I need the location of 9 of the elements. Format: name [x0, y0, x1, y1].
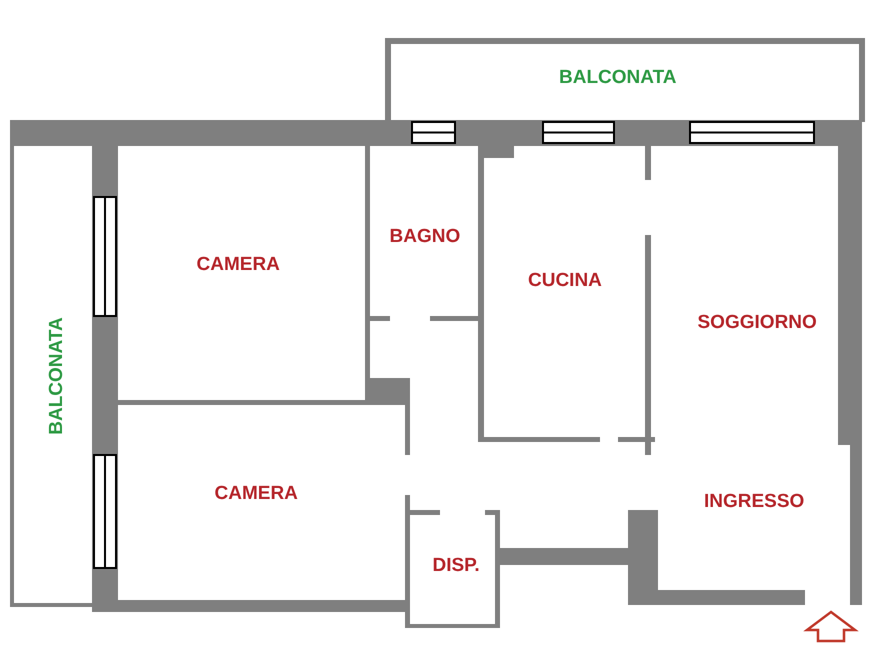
room-label: SOGGIORNO: [698, 312, 817, 334]
room-label: CAMERA: [196, 254, 280, 276]
room-label: DISP.: [432, 555, 480, 577]
balcony-label: BALCONATA: [46, 317, 68, 435]
room-label: INGRESSO: [704, 491, 804, 513]
balcony-label: BALCONATA: [559, 67, 676, 89]
room-label: CUCINA: [528, 270, 602, 292]
room-label: BAGNO: [390, 226, 460, 248]
room-label: CAMERA: [214, 483, 298, 505]
